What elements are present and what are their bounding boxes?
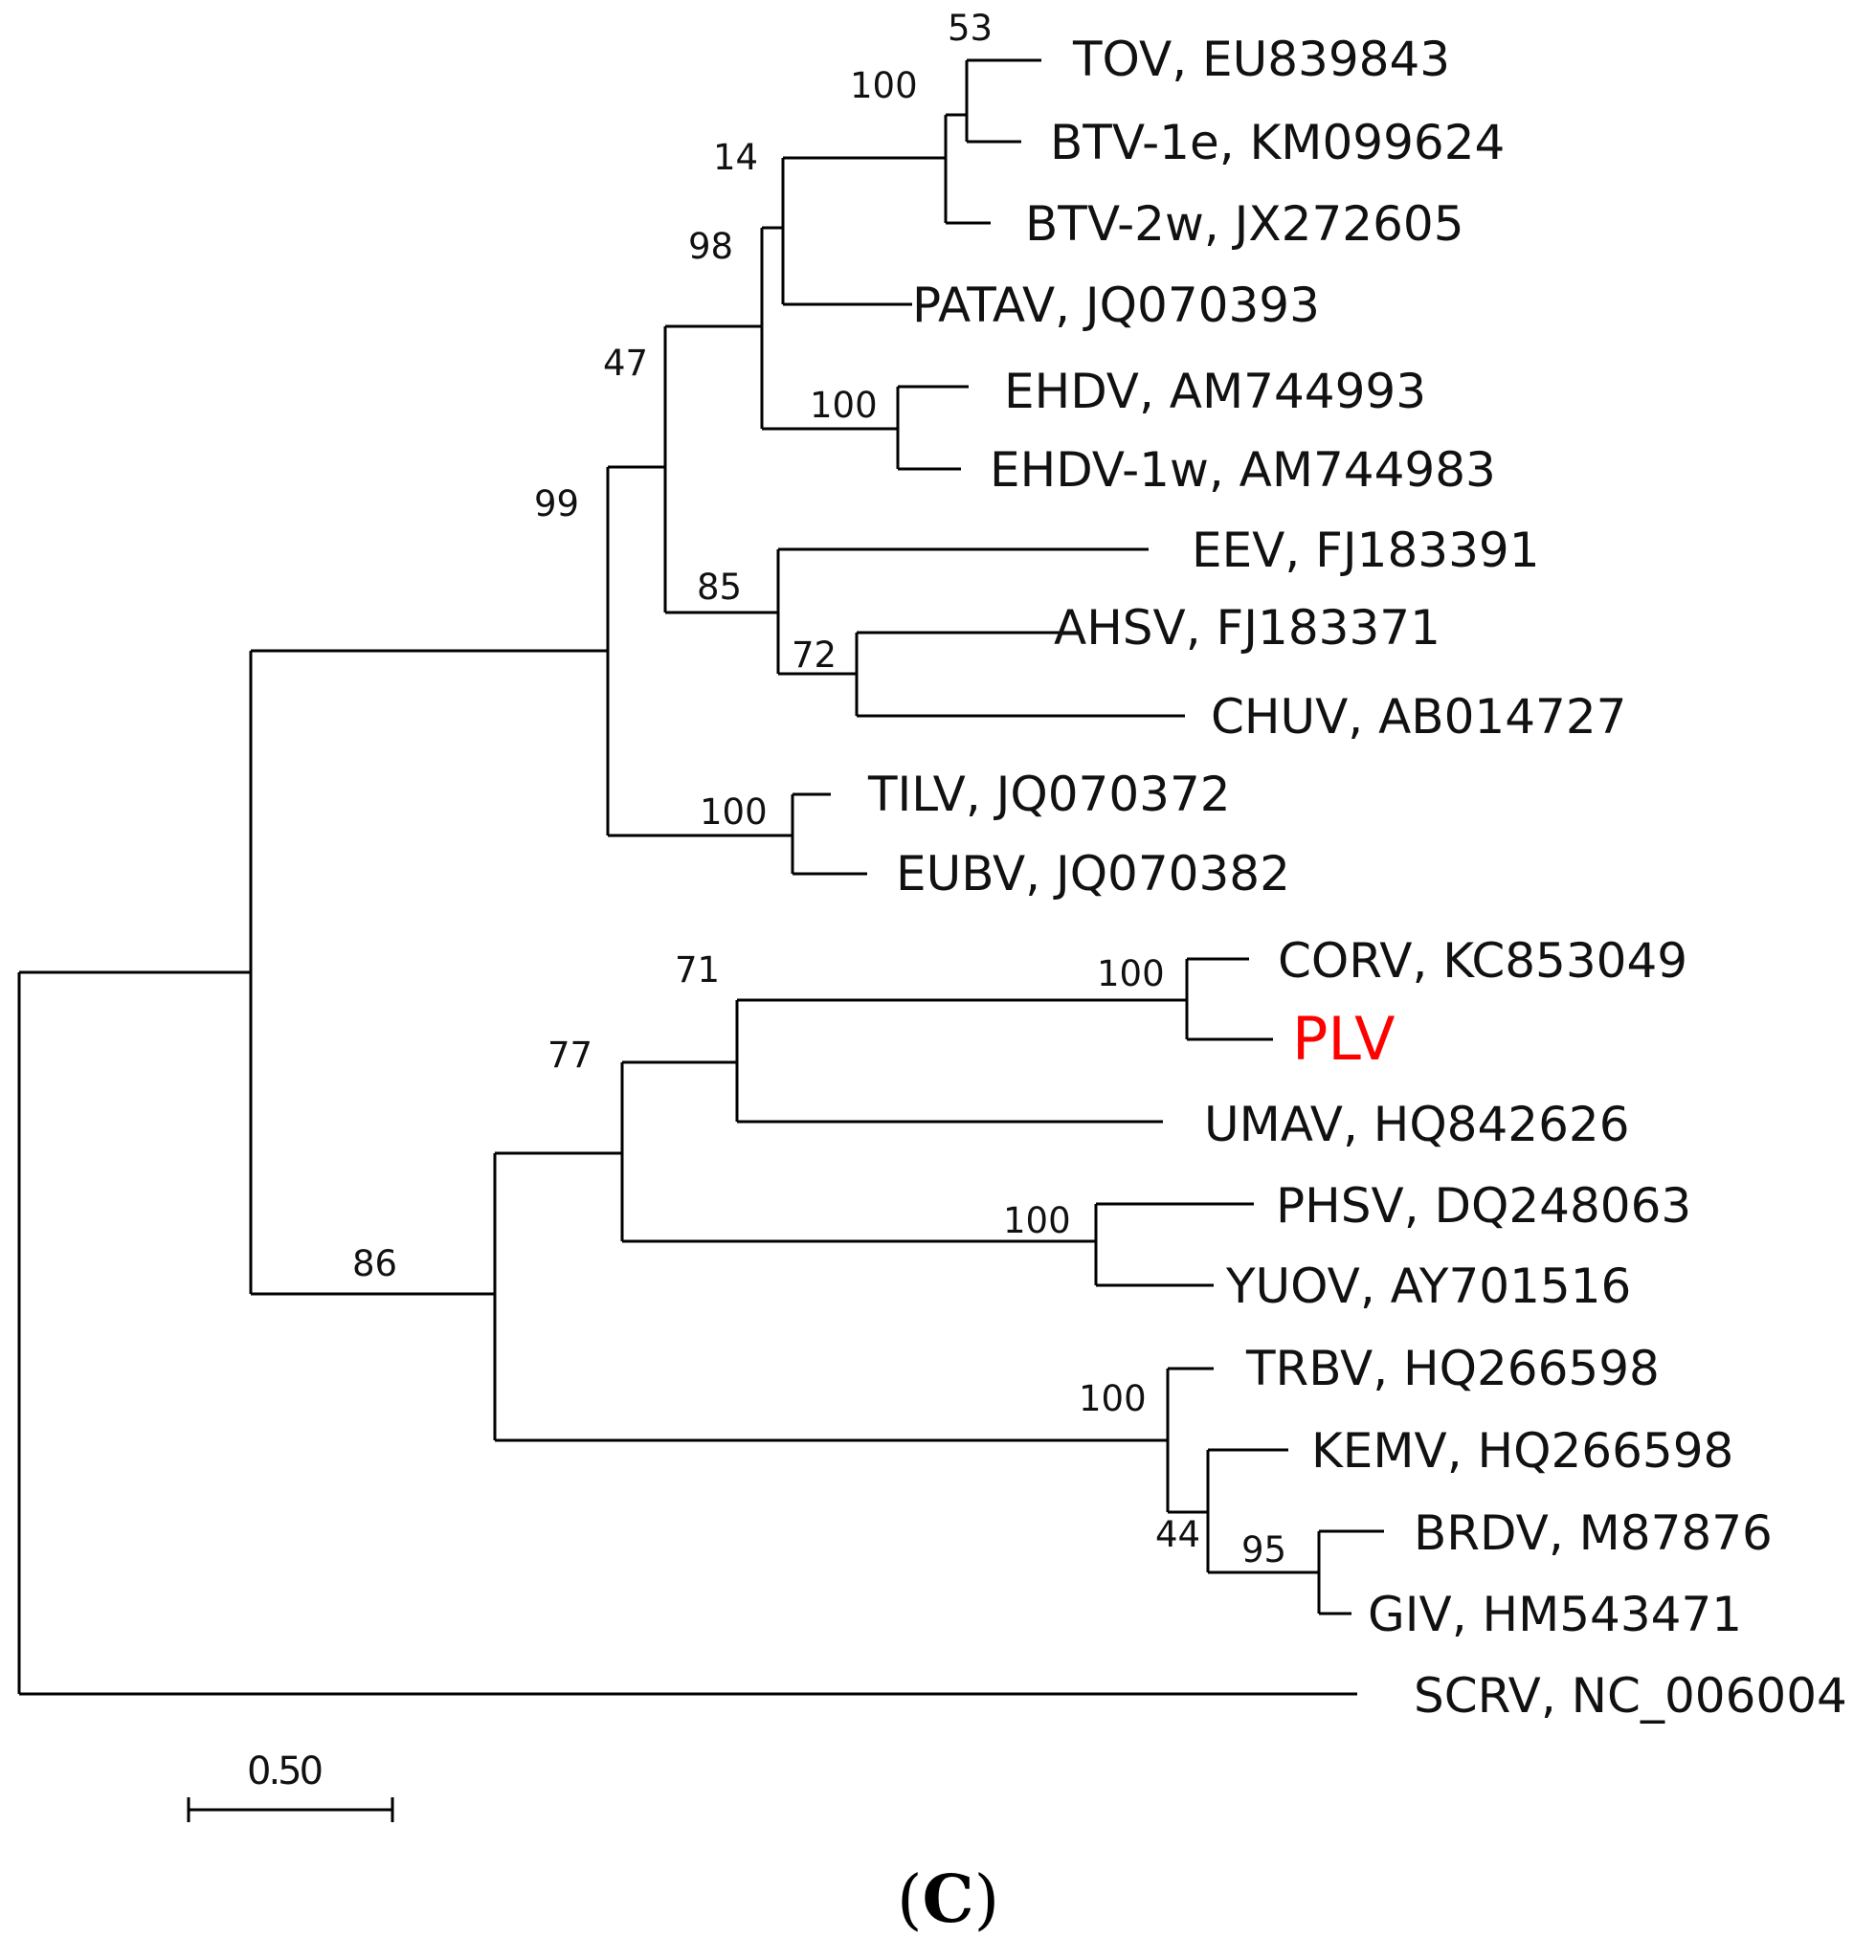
- branch-node-44: [1206, 1448, 1319, 1574]
- leaf-label-corv: CORV, KC853049: [1278, 933, 1687, 989]
- bootstrap-value: 100: [1097, 953, 1165, 994]
- leaf-label-ehdv1w: EHDV-1w, AM744983: [990, 442, 1496, 498]
- leaf-label-tilv: TILV, JQ070372: [867, 767, 1231, 822]
- bootstrap-value: 47: [603, 343, 648, 384]
- bootstrap-values: 53 100 14 98 100 47 85 72 99 100 100 71 …: [352, 8, 1286, 1570]
- panel-label: (C): [897, 1861, 999, 1938]
- branch-node-phsv: [1094, 1202, 1254, 1287]
- bootstrap-value: 100: [1003, 1200, 1071, 1241]
- scale-bar-line: [187, 1797, 394, 1822]
- branch-node-99: [606, 465, 793, 837]
- branch-node-71: [735, 998, 1187, 1124]
- bootstrap-value: 100: [1079, 1378, 1147, 1419]
- leaf-labels: TOV, EU839843 BTV-1e, KM099624 BTV-2w, J…: [867, 32, 1847, 1724]
- bootstrap-value: 72: [792, 635, 837, 676]
- bootstrap-value: 77: [547, 1035, 592, 1076]
- leaf-label-yuov: YUOV, AY701516: [1225, 1258, 1631, 1314]
- branch-ingroup: [249, 649, 608, 1296]
- leaf-label-kemv: KEMV, HQ266598: [1311, 1423, 1733, 1479]
- branch-node-tilv: [791, 792, 867, 876]
- leaf-label-eev: EEV, FJ183391: [1192, 523, 1540, 578]
- branch-node-trbv: [1166, 1367, 1214, 1514]
- leaf-label-plv: PLV: [1292, 1004, 1396, 1074]
- bootstrap-value: 85: [697, 567, 742, 608]
- leaf-label-btv2w: BTV-2w, JX272605: [1025, 196, 1464, 252]
- leaf-label-ahsv: AHSV, FJ183371: [1054, 600, 1440, 656]
- branch-node-ehdv: [896, 385, 969, 471]
- bootstrap-value: 53: [948, 8, 993, 49]
- leaf-label-ehdv: EHDV, AM744993: [1004, 364, 1426, 419]
- branch-node-72: [855, 631, 1185, 718]
- branch-node-corv: [1185, 957, 1273, 1041]
- leaf-label-eubv: EUBV, JQ070382: [896, 846, 1290, 902]
- scale-bar-label: 0.50: [247, 1749, 322, 1793]
- leaf-label-trbv: TRBV, HQ266598: [1245, 1341, 1660, 1396]
- bootstrap-value: 14: [713, 137, 758, 178]
- bootstrap-value: 44: [1155, 1514, 1200, 1555]
- branch-node-btv: [944, 113, 991, 225]
- branch-node-53: [965, 58, 1041, 144]
- bootstrap-value: 86: [352, 1243, 397, 1284]
- panel-label-letter: C: [923, 1861, 974, 1938]
- bootstrap-value: 99: [534, 483, 579, 524]
- branch-root: [17, 970, 1357, 1696]
- bootstrap-value: 95: [1241, 1529, 1286, 1570]
- bootstrap-value: 100: [700, 791, 768, 833]
- branch-node-77: [620, 1060, 1096, 1243]
- leaf-label-phsv: PHSV, DQ248063: [1276, 1178, 1691, 1234]
- panel-label-open: (: [897, 1862, 923, 1938]
- branch-node-85: [776, 547, 1149, 676]
- leaf-label-chuv: CHUV, AB014727: [1211, 689, 1626, 745]
- branch-node-86: [493, 1151, 1168, 1442]
- scale-bar: 0.50: [187, 1749, 394, 1822]
- bootstrap-value: 71: [675, 949, 720, 991]
- leaf-label-scrv: SCRV, NC_006004: [1414, 1668, 1847, 1724]
- bootstrap-value: 98: [688, 226, 733, 267]
- leaf-label-btv1e: BTV-1e, KM099624: [1050, 115, 1505, 170]
- branch-node-95: [1317, 1529, 1384, 1615]
- leaf-label-brdv: BRDV, M87876: [1414, 1505, 1773, 1561]
- bootstrap-value: 100: [850, 65, 918, 106]
- branch-node-98: [760, 226, 898, 431]
- tree-branches: [17, 58, 1384, 1696]
- bootstrap-value: 100: [810, 385, 878, 426]
- branch-node-47: [663, 324, 778, 614]
- leaf-label-giv: GIV, HM543471: [1368, 1587, 1742, 1642]
- leaf-label-tov: TOV, EU839843: [1072, 32, 1450, 87]
- leaf-label-umav: UMAV, HQ842626: [1204, 1097, 1630, 1152]
- branch-node-14: [781, 156, 946, 306]
- panel-label-close: ): [974, 1862, 1000, 1938]
- leaf-label-patav: PATAV, JQ070393: [912, 278, 1320, 333]
